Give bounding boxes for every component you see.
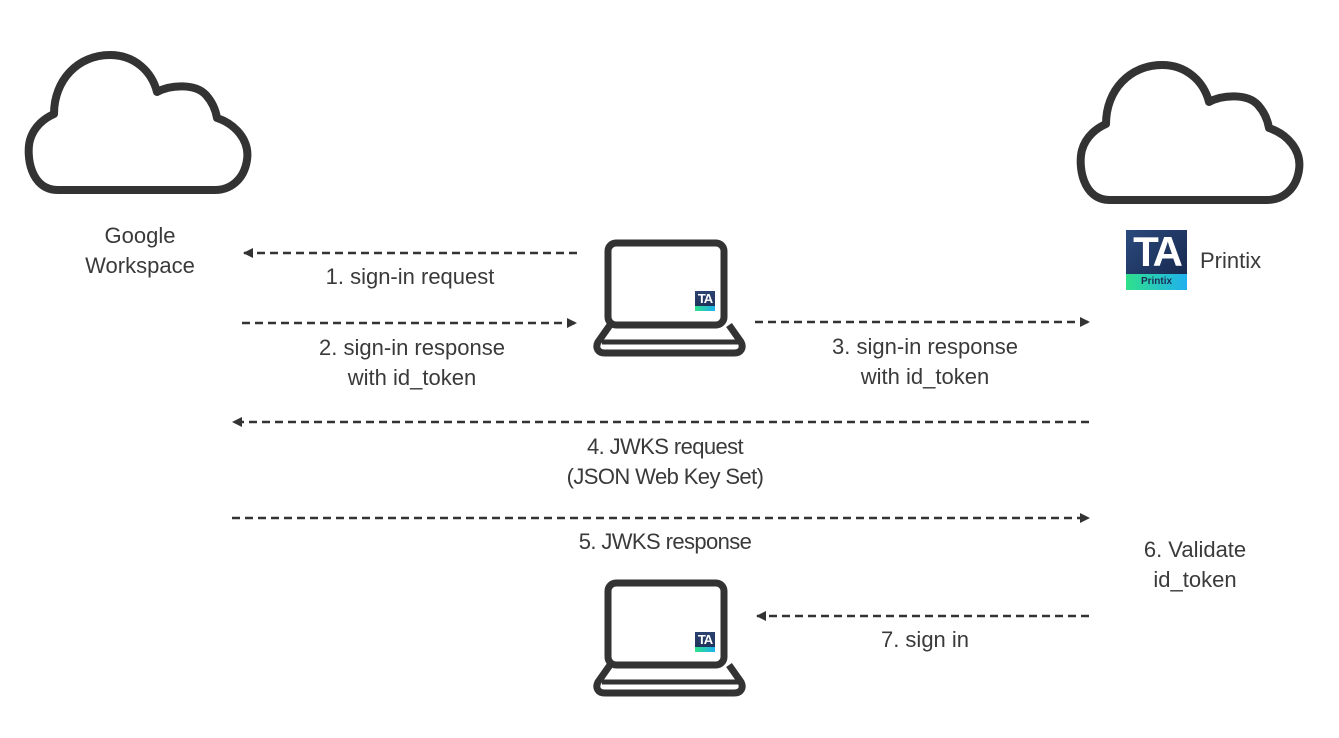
printix-logo-subtext: Printix xyxy=(1140,276,1173,287)
laptop-icon xyxy=(593,239,746,357)
label-line: (JSON Web Key Set) xyxy=(566,464,764,489)
step-4-label: 4. JWKS request (JSON Web Key Set) xyxy=(510,432,820,492)
label-line: 4. JWKS request xyxy=(586,434,744,459)
laptop-ta-badge-icon: TA xyxy=(695,632,715,652)
printix-logo-text: TA xyxy=(1133,230,1183,275)
label-line: 2. sign-in response xyxy=(319,335,505,360)
google-cloud-icon xyxy=(24,51,252,194)
step-3-label: 3. sign-in response with id_token xyxy=(775,332,1075,392)
badge-text: TA xyxy=(697,291,713,306)
label-line: with id_token xyxy=(347,365,477,390)
label-line: with id_token xyxy=(860,364,990,389)
step-7-label: 7. sign in xyxy=(825,625,1025,655)
printix-label: Printix xyxy=(1200,248,1262,273)
step-1-label: 1. sign-in request xyxy=(260,262,560,292)
laptop-icon xyxy=(593,579,746,697)
printix-cloud-icon xyxy=(1076,61,1304,204)
step-6-label: 6. Validate id_token xyxy=(1120,535,1270,595)
step-2-label: 2. sign-in response with id_token xyxy=(262,333,562,393)
badge-text: TA xyxy=(697,632,713,647)
label-line: 6. Validate xyxy=(1143,537,1247,562)
printix-logo: TA Printix xyxy=(1126,230,1187,290)
label-line: 7. sign in xyxy=(880,627,970,652)
google-workspace-label: Google Workspace xyxy=(60,221,220,281)
label-line: 3. sign-in response xyxy=(832,334,1018,359)
laptop-ta-badge-icon: TA xyxy=(695,291,715,311)
label-line: 1. sign-in request xyxy=(325,264,495,289)
label-line: id_token xyxy=(1153,567,1237,592)
step-5-label: 5. JWKS response xyxy=(510,527,820,557)
label-line: Google xyxy=(104,223,176,248)
label-line: Workspace xyxy=(85,253,195,278)
label-line: 5. JWKS response xyxy=(578,529,752,554)
